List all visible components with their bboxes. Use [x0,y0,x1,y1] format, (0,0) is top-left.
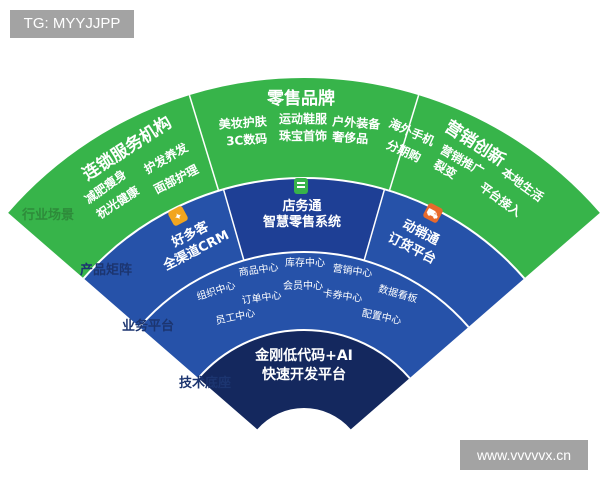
industry-title-retail: 零售品牌 [266,88,335,109]
sector-divider [188,94,220,191]
business-platform-band [139,251,469,379]
industry-item: 户外装备 [332,113,382,131]
product-name: 店务通 [282,198,321,214]
band-divider [197,329,411,379]
watermark-top: TG: MYYJJPP [10,10,134,38]
business-item: 会员中心 [283,279,323,292]
industry-sector-chain [8,95,219,279]
sector-divider [363,189,386,261]
industry-item: 3C数码 [226,131,268,149]
industry-item: 美妆护肤 [218,113,268,131]
product-sector-dianwutong [223,178,385,261]
tech-title: 金刚低代码+AI [254,347,353,364]
haoduoke-icon [168,206,188,226]
layer-label-industry: 行业场景 [21,207,74,223]
industry-item: 奢侈品 [331,129,369,147]
dongxiaotong-icon [423,203,443,223]
tech-foundation-band [198,329,410,430]
tech-subtitle: 快速开发平台 [262,366,346,383]
sector-divider [222,189,245,261]
sector-divider [388,94,420,191]
watermark-bottom: www.vvvvvx.cn [460,440,588,470]
layer-label-product: 产品矩阵 [80,262,132,278]
product-sector-dongxiaotong [364,189,525,327]
product-desc: 智慧零售系统 [263,214,341,230]
sector-separators [82,94,526,379]
product-dianwutong: 店务通 智慧零售系统 [263,178,341,230]
industry-sector-marketing [389,95,600,279]
industry-item: 运动鞋服 [279,111,328,126]
band-divider [138,251,470,328]
product-sector-haoduoke [83,189,244,327]
svg-text:⛟: ⛟ [424,207,441,223]
business-item: 库存中心 [285,256,325,269]
industry-item: 珠宝首饰 [279,128,327,143]
layer-label-business: 业务平台 [122,318,174,334]
layer-label-tech: 技术底座 [179,375,231,391]
industry-sector-retail [189,78,419,191]
